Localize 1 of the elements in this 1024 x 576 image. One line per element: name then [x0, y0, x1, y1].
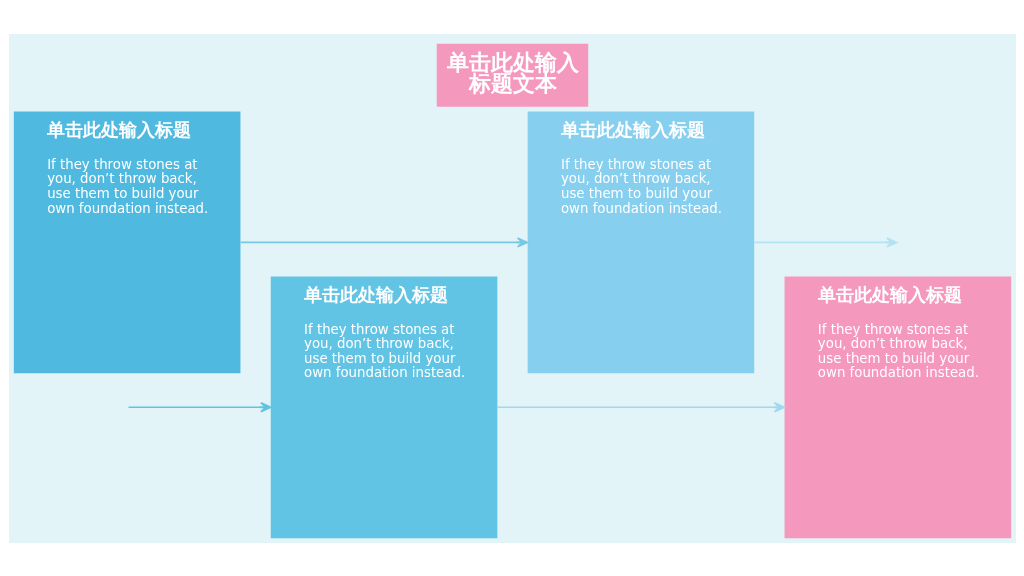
diagram-title: 单击此处输入标题文本	[446, 49, 579, 96]
